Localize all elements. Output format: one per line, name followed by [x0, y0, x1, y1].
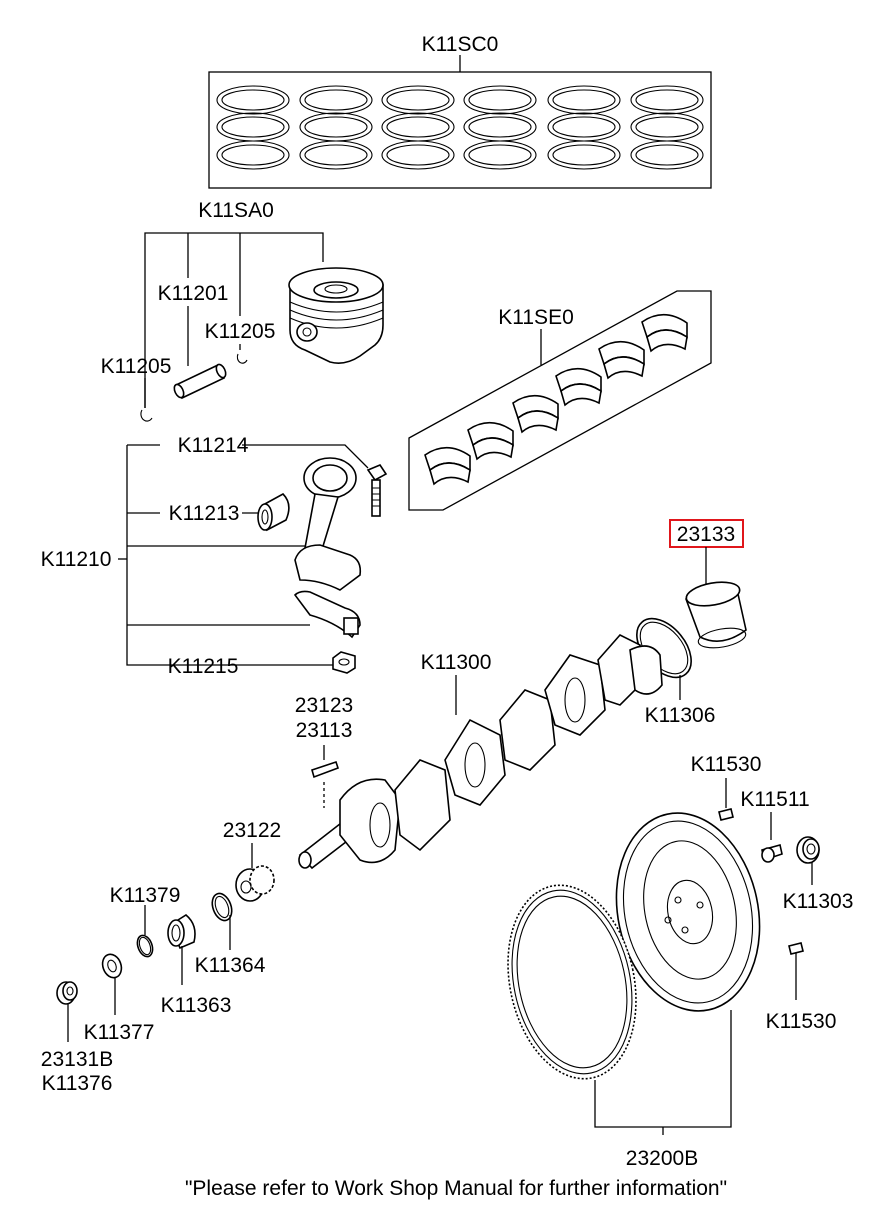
flywheel-bolt[interactable]: [761, 844, 783, 863]
washer-k11377[interactable]: [99, 952, 124, 981]
label-k11se0[interactable]: K11SE0: [498, 306, 574, 329]
pilot-bearing-k11303[interactable]: [796, 836, 820, 864]
flywheel[interactable]: [599, 800, 778, 1025]
label-23131b[interactable]: 23131B: [41, 1048, 113, 1071]
piston-pin[interactable]: [172, 363, 227, 400]
dowel-pin-bottom[interactable]: [788, 942, 804, 955]
label-k11300[interactable]: K11300: [421, 651, 492, 674]
label-k11376[interactable]: K11376: [42, 1072, 113, 1095]
footer-note: "Please refer to Work Shop Manual for fu…: [185, 1177, 727, 1200]
crankshaft-pulley-bolt[interactable]: [56, 981, 78, 1005]
label-23200b[interactable]: 23200B: [626, 1147, 698, 1170]
o-ring-k11364[interactable]: [209, 891, 235, 923]
label-k11306[interactable]: K11306: [645, 704, 716, 727]
label-k11215[interactable]: K11215: [168, 655, 239, 678]
label-k11511[interactable]: K11511: [740, 788, 809, 811]
label-23133[interactable]: 23133: [677, 523, 735, 546]
label-k11205-right[interactable]: K11205: [205, 320, 276, 343]
piston-pin-clip-left[interactable]: [140, 409, 153, 422]
label-k11379[interactable]: K11379: [110, 884, 181, 907]
flywheel-ring-gear[interactable]: [491, 873, 653, 1090]
crankshaft-sprocket-gear[interactable]: [235, 865, 275, 902]
crankshaft[interactable]: [298, 634, 663, 870]
spacer-k11363[interactable]: [167, 914, 196, 950]
label-k11sa0[interactable]: K11SA0: [198, 199, 274, 222]
piston[interactable]: [288, 267, 384, 364]
label-k11210[interactable]: K11210: [41, 548, 112, 571]
o-ring-k11379[interactable]: [135, 933, 156, 958]
label-k11363[interactable]: K11363: [161, 994, 232, 1017]
label-k11205-left[interactable]: K11205: [101, 355, 172, 378]
label-k11377[interactable]: K11377: [84, 1021, 155, 1044]
label-k11364[interactable]: K11364: [195, 954, 266, 977]
label-23123[interactable]: 23123: [295, 694, 353, 717]
connecting-rod-bolt[interactable]: [366, 464, 388, 517]
label-k11303[interactable]: K11303: [783, 890, 854, 913]
dowel-pin-top[interactable]: [718, 808, 734, 821]
main-bearing-set[interactable]: [408, 290, 712, 511]
connecting-rod-bushing[interactable]: [257, 493, 290, 532]
label-k11201[interactable]: K11201: [158, 282, 229, 305]
label-k11213[interactable]: K11213: [169, 502, 240, 525]
label-k11sc0[interactable]: K11SC0: [422, 33, 499, 56]
rear-oil-seal-sleeve-23133[interactable]: [685, 578, 748, 651]
label-23122[interactable]: 23122: [223, 819, 281, 842]
label-23113[interactable]: 23113: [296, 719, 353, 742]
label-k11530-bottom[interactable]: K11530: [766, 1010, 837, 1033]
crankshaft-key[interactable]: [311, 760, 340, 779]
connecting-rod-nut[interactable]: [332, 651, 356, 674]
connecting-rod[interactable]: [294, 457, 362, 591]
label-k11530-top[interactable]: K11530: [691, 753, 762, 776]
piston-pin-clip-right[interactable]: [236, 353, 248, 364]
label-k11214[interactable]: K11214: [178, 434, 249, 457]
connecting-rod-cap[interactable]: [293, 590, 361, 639]
piston-ring-set[interactable]: [208, 71, 712, 189]
